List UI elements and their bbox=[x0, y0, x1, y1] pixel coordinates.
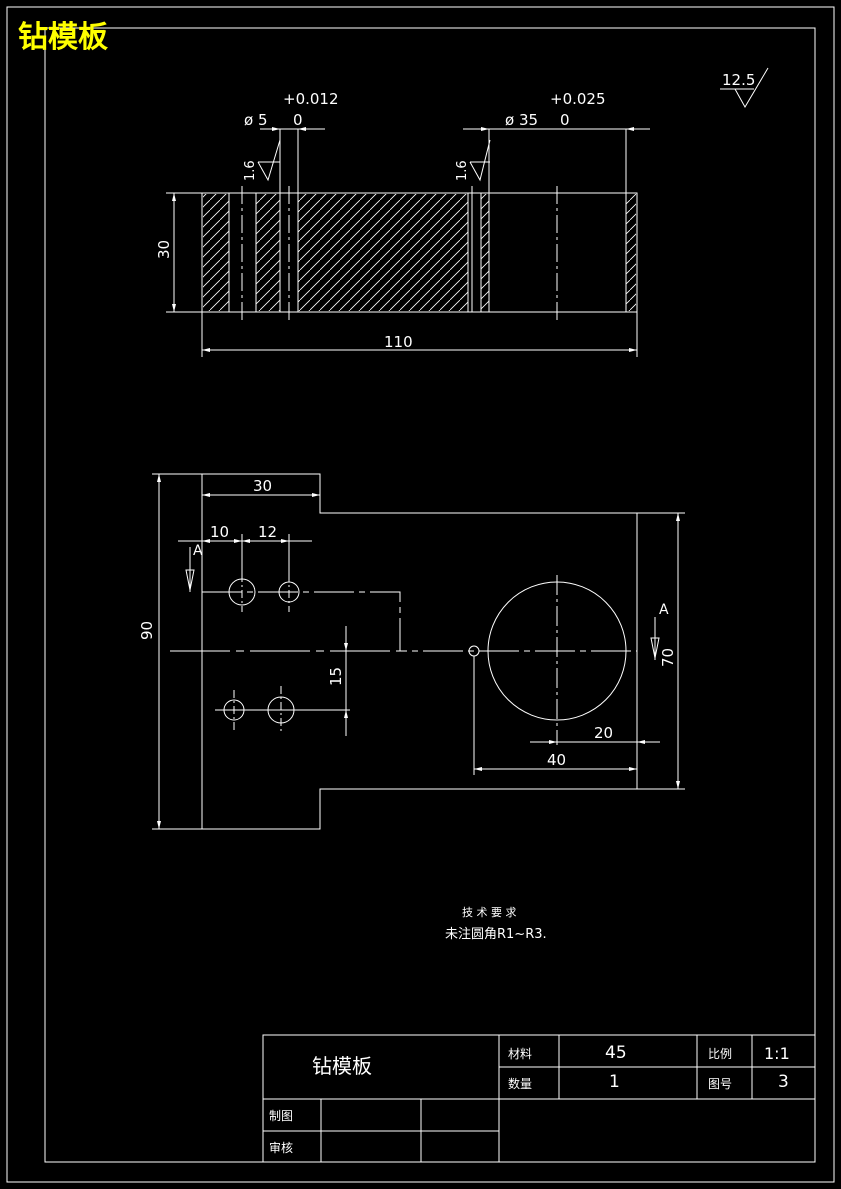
scale-label: 比例 bbox=[708, 1047, 732, 1061]
dim-40: 40 bbox=[547, 751, 566, 769]
small-hole-diameter: ø 5 bbox=[244, 111, 268, 129]
front-height-dim: 30 bbox=[155, 240, 173, 259]
dim-12: 12 bbox=[258, 523, 277, 541]
front-view-outline bbox=[201, 192, 638, 313]
dim-10: 10 bbox=[210, 523, 229, 541]
drawing-no-value: 3 bbox=[778, 1072, 789, 1092]
dim-70: 70 bbox=[659, 648, 677, 667]
dim-15: 15 bbox=[327, 667, 345, 686]
quantity-value: 1 bbox=[609, 1072, 620, 1092]
roughness-symbol-left: 1.6 bbox=[243, 139, 281, 182]
material-value: 45 bbox=[605, 1043, 627, 1063]
dim-30-top: 30 bbox=[253, 477, 272, 495]
small-hole-tol-upper: +0.012 bbox=[283, 90, 339, 108]
section-a-left: A bbox=[193, 543, 203, 559]
sheet-title: 钻模板 bbox=[18, 20, 108, 55]
drawing-no-label: 图号 bbox=[708, 1077, 732, 1091]
material-label: 材料 bbox=[508, 1047, 532, 1061]
roughness-right-value: 1.6 bbox=[455, 160, 470, 181]
roughness-symbol-right: 1.6 bbox=[455, 139, 491, 182]
tech-req-text: 未注圆角R1~R3. bbox=[445, 927, 547, 942]
section-a-right: A bbox=[659, 602, 669, 618]
dim-90: 90 bbox=[138, 621, 156, 640]
scale-value: 1:1 bbox=[764, 1044, 790, 1063]
front-view: +0.012 ø 5 0 +0.025 ø 35 0 1.6 1.6 30 bbox=[155, 90, 650, 357]
front-length-dim: 110 bbox=[384, 333, 413, 351]
top-view: 30 10 12 A 90 15 70 bbox=[138, 473, 685, 830]
title-block-part-name: 钻模板 bbox=[312, 1054, 372, 1078]
surface-finish-symbol: 12.5 bbox=[720, 67, 769, 109]
checked-label: 审核 bbox=[269, 1140, 293, 1155]
title-block bbox=[262, 1034, 816, 1163]
large-hole-diameter: ø 35 bbox=[505, 111, 538, 129]
outer-border bbox=[6, 6, 835, 1183]
quantity-label: 数量 bbox=[508, 1076, 532, 1091]
tech-req-heading: 技 术 要 求 bbox=[462, 906, 517, 919]
dim-20: 20 bbox=[594, 724, 613, 742]
small-hole-tol-lower: 0 bbox=[293, 111, 303, 129]
drawn-label: 制图 bbox=[269, 1109, 293, 1123]
surface-finish-value: 12.5 bbox=[722, 71, 755, 89]
roughness-left-value: 1.6 bbox=[243, 160, 258, 181]
large-hole-tol-lower: 0 bbox=[560, 111, 570, 129]
large-hole-tol-upper: +0.025 bbox=[550, 90, 606, 108]
